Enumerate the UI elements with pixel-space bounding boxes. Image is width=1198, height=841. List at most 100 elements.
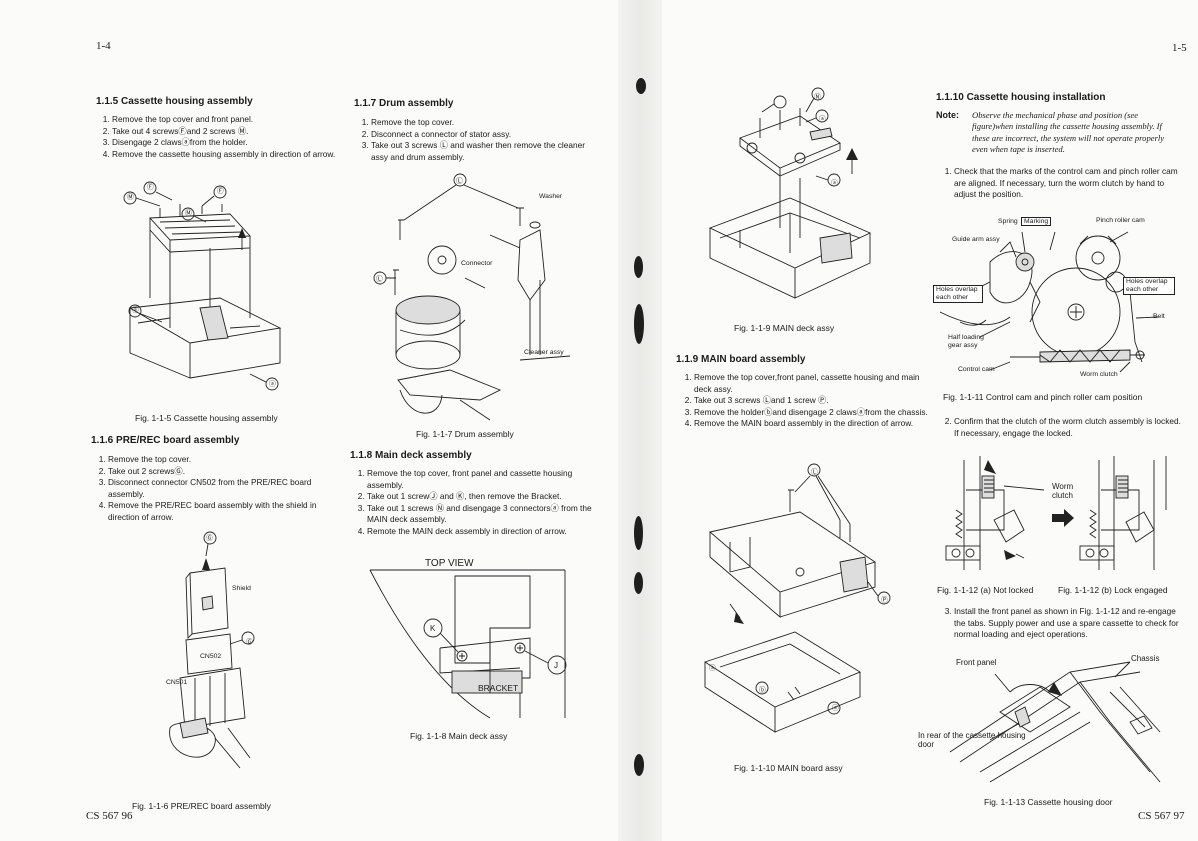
section-title-1-1-10: 1.1.10 Cassette housing installation (936, 92, 1106, 103)
label-screw-g: Ⓖ (246, 639, 253, 646)
punch-hole (634, 572, 643, 594)
label-cn501: CN501 (166, 679, 188, 686)
steps-1-1-6: Remove the top cover. Take out 2 screwsⒼ… (94, 454, 350, 524)
note-label: Note: (936, 110, 959, 120)
fig-1-1-13-caption: Fig. 1-1-13 Cassette housing door (984, 797, 1113, 807)
label-belt: Belt (1153, 313, 1165, 320)
page-number-right: 1-5 (1172, 42, 1187, 54)
section-title-1-1-9: 1.1.9 MAIN board assembly (676, 354, 806, 365)
step: Remote the MAIN deck assembly in directi… (367, 526, 607, 538)
fig-1-1-7-drum-drawing (373, 173, 571, 421)
label-guide-arm-assy: Guide arm assy (952, 236, 1000, 243)
fig-1-1-12b-caption: Fig. 1-1-12 (b) Lock engaged (1058, 585, 1168, 595)
label-screw-l: Ⓛ (811, 469, 818, 476)
label-claw-a: ⓐ (709, 665, 716, 672)
step: Disengage 2 clawsⓐfrom the holder. (112, 137, 352, 149)
step: Take out 1 screws Ⓝ and disengage 3 conn… (367, 503, 607, 526)
section-title-1-1-8: 1.1.8 Main deck assembly (350, 450, 472, 461)
step: Disconnect a connector of stator assy. (371, 129, 603, 141)
label-screw-l: Ⓛ (376, 276, 383, 283)
steps-1-1-5: Remove the top cover and front panel. Ta… (98, 114, 352, 160)
fig-1-1-9-caption: Fig. 1-1-9 MAIN deck assy (734, 323, 835, 333)
fig-1-1-5-cassette-housing-drawing (123, 181, 282, 391)
steps-1-1-8: Remove the top cover, front panel and ca… (353, 468, 607, 538)
step: Remove the top cover,front panel, casset… (694, 372, 928, 395)
step: Remove the top cover, front panel and ca… (367, 468, 607, 491)
page-number-left: 1-4 (96, 40, 111, 52)
fig-1-1-8-caption: Fig. 1-1-8 Main deck assy (410, 731, 508, 741)
label-k: K (430, 624, 436, 633)
label-bracket: BRACKET (478, 683, 519, 693)
step: Remove the MAIN board assembly in the di… (694, 418, 928, 430)
footer-left: CS 567 96 (86, 810, 133, 822)
fig-1-1-6-pre-rec-board-drawing (169, 531, 255, 769)
step: Disconnect connector CN502 from the PRE/… (108, 477, 350, 500)
fig-1-1-11-control-cam-drawing (939, 231, 1159, 373)
fig-1-1-12a-caption: Fig. 1-1-12 (a) Not locked (937, 585, 1034, 595)
punch-hole (634, 304, 644, 344)
label-screw-l: Ⓛ (456, 178, 463, 185)
label-spring: Spring (998, 218, 1018, 225)
label-connector: Connector (461, 260, 493, 267)
steps-1-1-10-b: Confirm that the clutch of the worm clut… (940, 416, 1186, 439)
punch-hole (636, 78, 646, 94)
section-title-1-1-6: 1.1.6 PRE/REC board assembly (91, 435, 240, 446)
fig-1-1-11-caption: Fig. 1-1-11 Control cam and pinch roller… (943, 392, 1143, 402)
fig-1-1-7-caption: Fig. 1-1-7 Drum assembly (416, 429, 514, 439)
label-worm-clutch: Worm clutch (1080, 371, 1118, 378)
fig-1-1-8-top-view-drawing (369, 569, 567, 719)
label-holes-overlap-left: Holes overlap each other (933, 285, 983, 303)
section-title-1-1-5: 1.1.5 Cassette housing assembly (96, 96, 253, 107)
label-screw-m: Ⓜ (185, 210, 192, 217)
label-top-view: TOP VIEW (425, 558, 474, 569)
step: Remove the top cover and front panel. (112, 114, 352, 126)
fig-1-1-5-caption: Fig. 1-1-5 Cassette housing assembly (135, 413, 278, 423)
step: Confirm that the clutch of the worm clut… (954, 416, 1186, 439)
fig-1-1-10-caption: Fig. 1-1-10 MAIN board assy (734, 763, 843, 773)
step: Remove the top cover. (371, 117, 603, 129)
label-front-panel: Front panel (956, 658, 997, 667)
section-title-1-1-7: 1.1.7 Drum assembly (354, 98, 454, 109)
steps-1-1-10-a: Check that the marks of the control cam … (940, 166, 1186, 201)
fig-1-1-13-cassette-housing-door-drawing (949, 661, 1161, 783)
label-holes-overlap-right: Holes overlap each other (1123, 277, 1175, 295)
label-cn502: CN502 (200, 653, 222, 660)
label-screw-p: Ⓟ (881, 597, 888, 604)
fig-1-1-6-caption: Fig. 1-1-6 PRE/REC board assembly (132, 801, 271, 811)
label-screw-f: Ⓕ (147, 184, 154, 191)
label-connector-a: ⓐ (831, 180, 838, 187)
label-holder-b: ⓑ (759, 687, 766, 694)
label-chassis: Chassis (1131, 654, 1160, 663)
punch-hole (634, 754, 644, 776)
step: Take out 3 screws Ⓛand 1 screw Ⓟ. (694, 395, 928, 407)
step: Install the front panel as shown in Fig.… (954, 606, 1188, 641)
label-marking: Marking (1021, 217, 1052, 226)
label-claw-a: ⓐ (832, 705, 839, 712)
step: Remove the cassette housing assembly in … (112, 149, 352, 161)
label-screw-g: Ⓖ (206, 535, 213, 542)
punch-hole (634, 516, 643, 550)
step: Take out 1 screwⒿ and Ⓚ, then remove the… (367, 491, 607, 503)
label-screw-m: Ⓜ (127, 194, 134, 201)
binding-gutter (618, 0, 662, 841)
fig-1-1-12-worm-clutch-drawing (945, 456, 1167, 570)
label-cleaner-assy: Cleaner assy (524, 349, 564, 356)
step: Take out 2 screwsⒼ. (108, 466, 350, 478)
label-claw-a: ⓐ (269, 381, 276, 388)
footer-right: CS 567 97 (1138, 810, 1185, 822)
label-rear-of-cassette-door: In rear of the cassette housing door (918, 731, 1026, 749)
label-screw-n: Ⓝ (814, 94, 821, 101)
label-screw-f: Ⓕ (217, 188, 224, 195)
label-control-cam: Control cam (958, 366, 995, 373)
punch-hole (634, 256, 643, 278)
step: Take out 3 screws Ⓛ and washer then remo… (371, 140, 603, 163)
steps-1-1-7: Remove the top cover. Disconnect a conne… (357, 117, 603, 163)
step: Remove the PRE/REC board assembly with t… (108, 500, 350, 523)
step: Remove the top cover. (108, 454, 350, 466)
label-claw-a: ⓐ (132, 307, 139, 314)
fig-1-1-9-main-deck-drawing (708, 87, 872, 299)
fig-1-1-10-main-board-drawing (703, 463, 891, 733)
label-washer: Washer (539, 193, 563, 200)
step: Remove the holderⓑand disengage 2 clawsⓐ… (694, 407, 928, 419)
label-worm-clutch: Worm clutch (1052, 482, 1074, 500)
